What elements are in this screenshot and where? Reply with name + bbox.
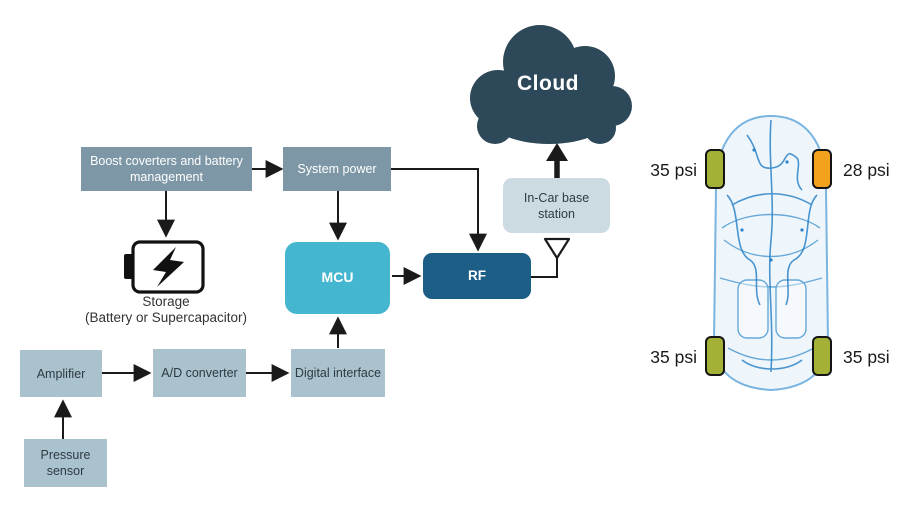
pressure-label-front-left: 35 psi xyxy=(650,160,697,180)
block-pressure-sensor-label: Pressure sensor xyxy=(40,448,91,478)
block-digital-interface-label: Digital interface xyxy=(294,366,382,380)
car-wiring-nodes xyxy=(740,148,804,262)
block-system-power: System power xyxy=(283,147,391,191)
car-wiring-harness xyxy=(726,119,818,373)
car-top-view xyxy=(702,110,840,402)
block-rf-label: RF xyxy=(468,268,486,284)
tire-front-right xyxy=(812,149,832,189)
rf-antenna-wire xyxy=(531,257,558,278)
block-system-power-label: System power xyxy=(297,162,377,176)
storage-caption: Storage (Battery or Supercapacitor) xyxy=(42,294,290,327)
pressure-label-front-right: 28 psi xyxy=(843,160,890,180)
block-mcu-label: MCU xyxy=(321,269,354,286)
block-boost-converters: Boost coverters and battery management xyxy=(81,147,252,191)
storage-title: Storage xyxy=(142,294,190,309)
car-structure-lines xyxy=(719,213,823,361)
block-digital-interface: Digital interface xyxy=(291,349,385,397)
battery-icon xyxy=(124,240,205,294)
tire-front-left xyxy=(705,149,725,189)
arrow-system-power-to-rf xyxy=(391,168,487,252)
block-rf: RF xyxy=(423,253,531,299)
pressure-label-rear-right: 35 psi xyxy=(843,347,890,367)
antenna-icon xyxy=(543,237,571,260)
block-mcu: MCU xyxy=(285,242,390,314)
block-amplifier-label: Amplifier xyxy=(36,366,86,381)
cloud-label: Cloud xyxy=(517,72,579,95)
block-ad-converter-label: A/D converter xyxy=(161,366,238,380)
arrow-base-station-to-cloud-head xyxy=(546,143,568,161)
storage-subtitle: (Battery or Supercapacitor) xyxy=(84,310,248,326)
block-base-station-label: In-Car base station xyxy=(523,190,590,221)
block-base-station: In-Car base station xyxy=(503,178,610,233)
cloud-shape xyxy=(455,15,645,160)
block-ad-converter: A/D converter xyxy=(153,349,246,397)
block-amplifier: Amplifier xyxy=(20,350,102,397)
tire-rear-left xyxy=(705,336,725,376)
tire-rear-right xyxy=(812,336,832,376)
lightning-bolt-icon xyxy=(153,247,184,287)
block-pressure-sensor: Pressure sensor xyxy=(24,439,107,487)
block-boost-converters-label: Boost coverters and battery management xyxy=(90,154,243,184)
pressure-label-rear-left: 35 psi xyxy=(650,347,697,367)
